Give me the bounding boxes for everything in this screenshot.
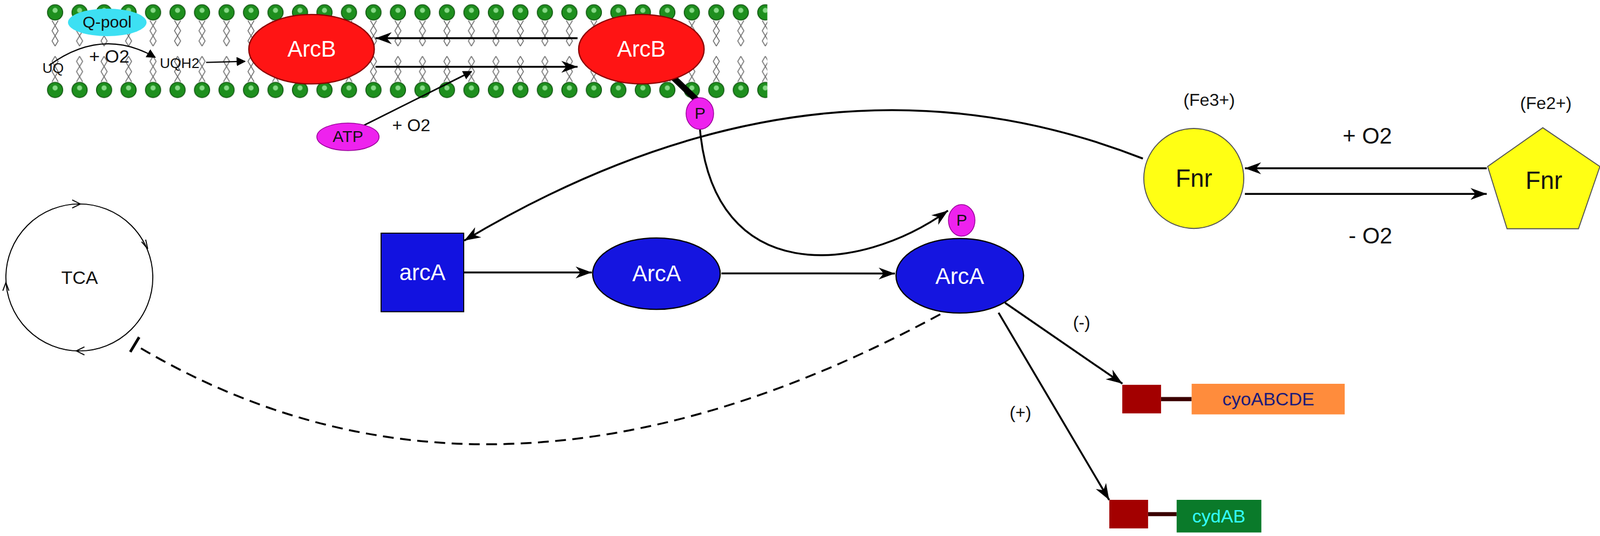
arrow-head bbox=[575, 266, 592, 279]
connector-line bbox=[721, 272, 895, 275]
arrow-head bbox=[1244, 162, 1261, 175]
connector-line bbox=[464, 110, 1143, 241]
node-label: Q-pool bbox=[67, 8, 147, 37]
node-label: cyoABCDE bbox=[1191, 383, 1346, 415]
arrow-head bbox=[1095, 483, 1110, 500]
node-label: arcA bbox=[380, 232, 465, 313]
protein-ellipse: ArcA bbox=[895, 237, 1025, 315]
gene-box: arcA bbox=[380, 232, 465, 313]
membrane bbox=[42, 0, 768, 103]
free-label: UQ bbox=[32, 56, 74, 81]
connector-line bbox=[700, 129, 948, 256]
quinone-arrow bbox=[206, 61, 246, 63]
phospho-link bbox=[673, 77, 698, 101]
connector bbox=[1005, 302, 1123, 384]
regulator-pentagon: (Fe2+) Fnr bbox=[1486, 86, 1600, 230]
arrow-head bbox=[464, 227, 481, 241]
phosphate-ellipse: P bbox=[685, 97, 715, 130]
molecule-ellipse: ATP bbox=[316, 122, 380, 152]
node-label: ArcB bbox=[577, 13, 705, 85]
pool-ellipse: Q-pool bbox=[67, 8, 147, 37]
inhibition-bar bbox=[130, 337, 139, 352]
edge-label: + O2 bbox=[1336, 120, 1398, 152]
connector bbox=[700, 129, 948, 256]
connector bbox=[464, 266, 592, 279]
protein-ellipse: ArcB bbox=[577, 13, 705, 85]
protein-ellipse: ArcA bbox=[591, 236, 722, 311]
free-label: + O2 bbox=[382, 112, 440, 139]
connector-line bbox=[134, 314, 941, 445]
edge-label: (+) bbox=[1001, 397, 1039, 427]
protein-ellipse: ArcB bbox=[247, 13, 376, 85]
arrow-head bbox=[375, 32, 392, 45]
connector bbox=[375, 32, 578, 45]
arrow-head bbox=[931, 210, 948, 225]
node-label: P bbox=[947, 204, 976, 237]
node-label: ATP bbox=[316, 122, 380, 152]
node-label: cydAB bbox=[1176, 499, 1262, 533]
arrow-head bbox=[878, 267, 896, 280]
arrow-head bbox=[1105, 369, 1123, 384]
connector bbox=[1244, 162, 1487, 175]
node-label: P bbox=[685, 97, 715, 130]
connector-line bbox=[1244, 167, 1487, 170]
connector-line bbox=[464, 271, 592, 274]
edge-label: (-) bbox=[1063, 308, 1101, 337]
operon-box: cydAB bbox=[1109, 499, 1262, 533]
arrow-head bbox=[1470, 187, 1487, 200]
connector bbox=[130, 314, 941, 445]
arrow-head bbox=[561, 60, 578, 73]
phosphate-ellipse: P bbox=[947, 204, 976, 237]
cycle-circle: TCA bbox=[4, 202, 154, 352]
node-heading: (Fe2+) bbox=[1494, 88, 1597, 118]
connector-line bbox=[1244, 192, 1487, 195]
free-label: UQH2 bbox=[151, 51, 209, 76]
operon-box: cyoABCDE bbox=[1122, 383, 1345, 415]
connector bbox=[998, 312, 1110, 500]
free-label: + O2 bbox=[83, 42, 135, 70]
connector-line bbox=[375, 37, 578, 40]
connector-line bbox=[375, 65, 578, 69]
node-label: ArcB bbox=[247, 13, 376, 85]
connector bbox=[464, 110, 1143, 241]
node-label: ArcA bbox=[895, 237, 1025, 315]
connector bbox=[375, 60, 578, 73]
connector-line bbox=[998, 312, 1110, 500]
node-heading: (Fe3+) bbox=[1157, 85, 1260, 115]
node-label: Fnr bbox=[1486, 150, 1600, 212]
connector-line bbox=[1005, 302, 1123, 384]
regulator-circle: (Fe3+)Fnr bbox=[1142, 81, 1245, 230]
connector bbox=[721, 267, 895, 280]
node-label: Fnr bbox=[1142, 128, 1245, 229]
edge-label: - O2 bbox=[1339, 220, 1401, 252]
connector bbox=[1244, 187, 1487, 200]
node-label: ArcA bbox=[591, 236, 722, 311]
node-label: TCA bbox=[4, 202, 154, 352]
